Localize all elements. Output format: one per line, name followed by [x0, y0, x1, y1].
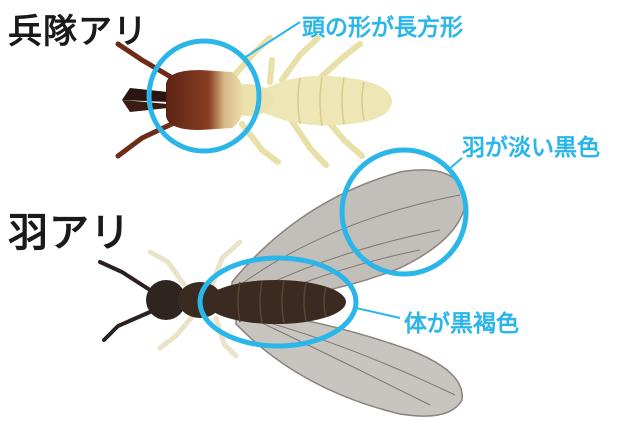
body-highlight-ellipse [197, 255, 359, 349]
wing-callout-line [447, 157, 463, 171]
body-color-label: 体が黒褐色 [404, 311, 519, 337]
wing-highlight-circle [339, 147, 469, 277]
soldier-ant [115, 21, 392, 168]
soldier-ant-title: 兵隊アリ [8, 12, 148, 52]
body-callout-line [355, 307, 401, 319]
soldier-abdomen [262, 75, 392, 126]
winged-antenna-top [98, 260, 152, 292]
soldier-mandible-bottom [122, 100, 168, 112]
soldier-head [166, 70, 244, 130]
soldier-mandible-top [122, 88, 168, 102]
soldier-antenna-bottom [115, 119, 179, 159]
upper-wing-veins [239, 194, 461, 289]
winged-abdomen [206, 280, 346, 324]
winged-ant [98, 147, 469, 417]
soldier-antenna-top [115, 41, 179, 83]
head-highlight-circle [146, 38, 262, 154]
winged-abdomen-segments [237, 280, 327, 324]
winged-ant-title: 羽アリ [8, 210, 131, 256]
winged-antenna-bottom [102, 310, 152, 342]
head-shape-label: 頭の形が長方形 [302, 15, 463, 41]
head-callout-line [243, 21, 301, 59]
soldier-abdomen-segments [297, 76, 365, 127]
wing-color-label: 羽が淡い黒色 [462, 135, 600, 161]
winged-head [146, 280, 186, 320]
